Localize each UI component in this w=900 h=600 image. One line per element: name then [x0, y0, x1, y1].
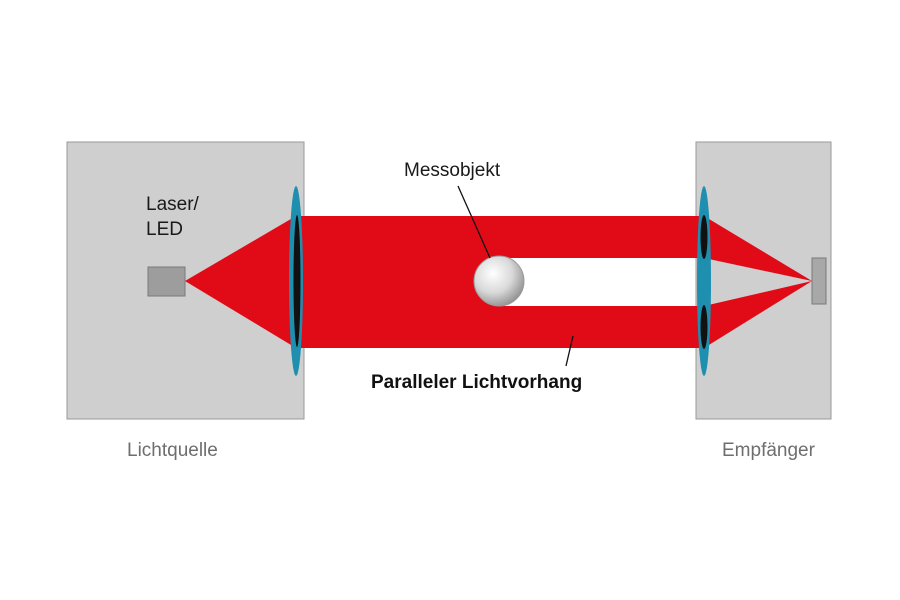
receiver-housing: [695, 141, 832, 420]
converging-beam-lower: [704, 281, 812, 348]
source-box-label: Lichtquelle: [127, 440, 218, 461]
diverging-beam: [185, 216, 296, 348]
collimator-lens: [289, 186, 303, 376]
object-label: Messobjekt: [404, 160, 501, 181]
receiver-lens: [697, 186, 711, 376]
object-label-leader: [457, 185, 491, 259]
measured-object-sphere: [473, 255, 525, 307]
receiver-box-label: Empfänger: [722, 440, 816, 461]
receiver-detector: [811, 257, 827, 305]
source-label-line1: Laser/: [146, 194, 200, 215]
curtain-label: Paralleler Lichtvorhang: [371, 372, 582, 393]
source-label-line2: LED: [146, 219, 183, 240]
curtain-label-leader: [565, 335, 574, 367]
converging-beam-upper: [704, 216, 812, 281]
laser-led-emitter: [147, 266, 186, 297]
